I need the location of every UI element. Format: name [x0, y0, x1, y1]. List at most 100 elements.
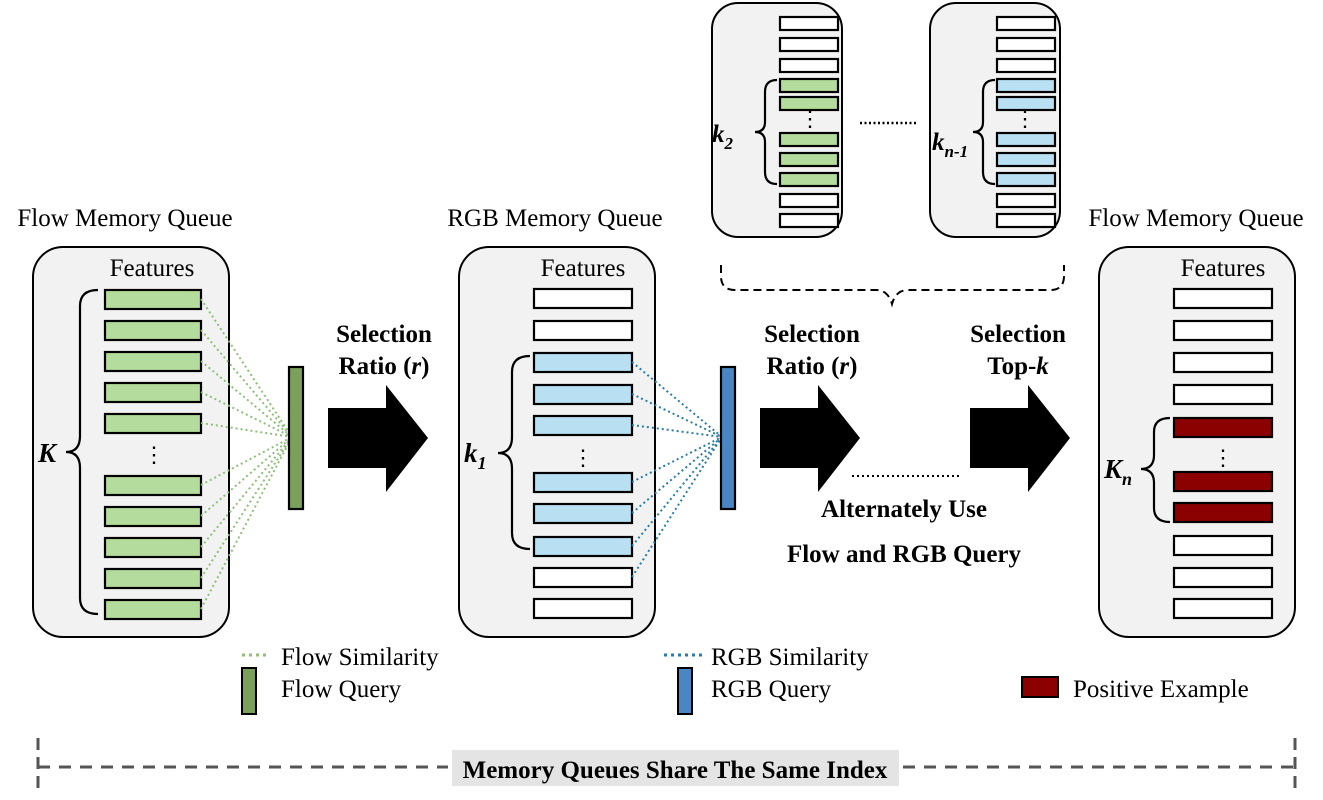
similarity-line — [200, 436, 293, 548]
rgb-feature-bar — [532, 535, 634, 558]
flow-feature-bar — [778, 77, 840, 94]
similarity-line — [200, 422, 293, 438]
empty-feature-bar — [995, 15, 1057, 32]
empty-feature-bar — [995, 36, 1057, 53]
brace-label-k2: k2 — [712, 121, 734, 153]
brace-kn-1 — [972, 78, 996, 186]
rgb-similarity-lines — [631, 361, 723, 578]
empty-feature-bar — [778, 15, 840, 32]
top-queues-dashed-brace — [720, 265, 1065, 308]
empty-feature-bar — [1172, 383, 1274, 406]
brace-label-K: K — [37, 438, 58, 468]
positive-feature-bar — [1172, 501, 1274, 524]
arrow1-line1: Selection — [336, 321, 432, 348]
empty-feature-bar — [778, 36, 840, 53]
empty-feature-bar — [1172, 287, 1274, 310]
flow-feature-bar — [103, 474, 203, 497]
rgb-queue-title: RGB Memory Queue — [447, 205, 662, 232]
similarity-line — [200, 436, 293, 517]
selection-arrow-3 — [970, 385, 1070, 492]
rgb-feature-bar — [532, 383, 634, 406]
flow-queue-title-left: Flow Memory Queue — [17, 205, 232, 232]
selection-arrow-2 — [760, 385, 860, 492]
empty-feature-bar — [1172, 319, 1274, 342]
brace-label-kn-1: kn-1 — [932, 129, 968, 161]
similarity-line — [631, 436, 723, 547]
empty-feature-bar — [1172, 566, 1274, 589]
empty-feature-bar — [1172, 534, 1274, 557]
empty-feature-bar — [778, 192, 840, 209]
arrow2-line2: Ratio (r) — [767, 353, 858, 380]
brace-k1 — [497, 354, 531, 551]
shared-index-label: Memory Queues Share The Same Index — [463, 757, 888, 784]
arrow2-line1: Selection — [764, 321, 860, 348]
legend-positive-example: Positive Example — [1073, 676, 1249, 703]
empty-feature-bar — [532, 287, 634, 310]
ellipsis-top-right: ⋮ — [1014, 106, 1036, 131]
rgb-feature-bar — [995, 131, 1057, 148]
empty-feature-bar — [995, 57, 1057, 74]
flow-feature-bar — [103, 505, 203, 528]
brace-Kn — [1140, 416, 1171, 524]
rgb-queue-feature-bars — [532, 287, 634, 620]
flow-similarity-lines — [200, 298, 293, 610]
flow-feature-bar — [778, 95, 840, 112]
legend-rgb-query-swatch — [677, 667, 693, 715]
shared-index-banner — [452, 750, 899, 786]
features-label-rgb: Features — [541, 255, 626, 282]
flow-queue-title-right: Flow Memory Queue — [1088, 205, 1303, 232]
rgb-feature-bar — [532, 351, 634, 374]
flow-feature-bar — [103, 288, 203, 311]
empty-feature-bar — [532, 597, 634, 620]
selection-arrow-1 — [328, 385, 428, 492]
arrow3-line1: Selection — [970, 321, 1066, 348]
similarity-line — [631, 424, 723, 438]
rgb-feature-bar — [995, 95, 1057, 112]
empty-feature-bar — [995, 192, 1057, 209]
legend-rgb-query: RGB Query — [711, 676, 832, 703]
flow-feature-bar — [103, 319, 203, 342]
similarity-line — [200, 391, 293, 438]
flow-queue-feature-bars-right — [1172, 287, 1274, 620]
empty-feature-bar — [778, 212, 840, 229]
ellipsis-flow1: ⋮ — [143, 442, 165, 467]
legend-rgb-similarity: RGB Similarity — [711, 644, 869, 671]
legend-positive-swatch — [1021, 676, 1059, 698]
top-queue-bars-kn-1 — [995, 15, 1057, 229]
arrow3-line2: Top-k — [987, 353, 1049, 380]
rgb-query-bar — [719, 365, 737, 511]
positive-feature-bar — [1172, 470, 1274, 493]
alternate-line2: Flow and RGB Query — [787, 541, 1022, 568]
rgb-feature-bar — [532, 471, 634, 494]
ellipsis-flow2: ⋮ — [1212, 445, 1234, 470]
brace-label-k1: k1 — [464, 438, 487, 473]
legend-flow-query-swatch — [241, 667, 257, 715]
rgb-feature-bar — [995, 151, 1057, 168]
features-label-left: Features — [110, 255, 195, 282]
similarity-line — [200, 329, 293, 438]
ellipsis-top-left: ⋮ — [799, 106, 821, 131]
top-queue-bars-k2 — [778, 15, 840, 229]
brace-k2 — [754, 78, 778, 186]
empty-feature-bar — [1172, 597, 1274, 620]
flow-feature-bar — [103, 536, 203, 559]
flow-feature-bar — [103, 598, 203, 621]
flow-feature-bar — [103, 381, 203, 404]
arrow1-line2: Ratio (r) — [339, 353, 430, 380]
legend-flow-similarity: Flow Similarity — [281, 644, 439, 671]
empty-feature-bar — [532, 319, 634, 342]
empty-feature-bar — [995, 212, 1057, 229]
flow-queue-feature-bars-left — [103, 288, 203, 621]
flow-feature-bar — [778, 151, 840, 168]
legend-flow-query: Flow Query — [281, 676, 402, 703]
flow-feature-bar — [778, 171, 840, 188]
flow-query-bar — [287, 365, 305, 511]
similarity-line — [200, 436, 293, 486]
rgb-feature-bar — [995, 171, 1057, 188]
flow-feature-bar — [778, 131, 840, 148]
flow-feature-bar — [103, 567, 203, 590]
alternate-line1: Alternately Use — [821, 496, 987, 523]
brace-label-Kn: Kn — [1103, 454, 1132, 489]
rgb-feature-bar — [532, 502, 634, 525]
features-label-right: Features — [1181, 255, 1266, 282]
